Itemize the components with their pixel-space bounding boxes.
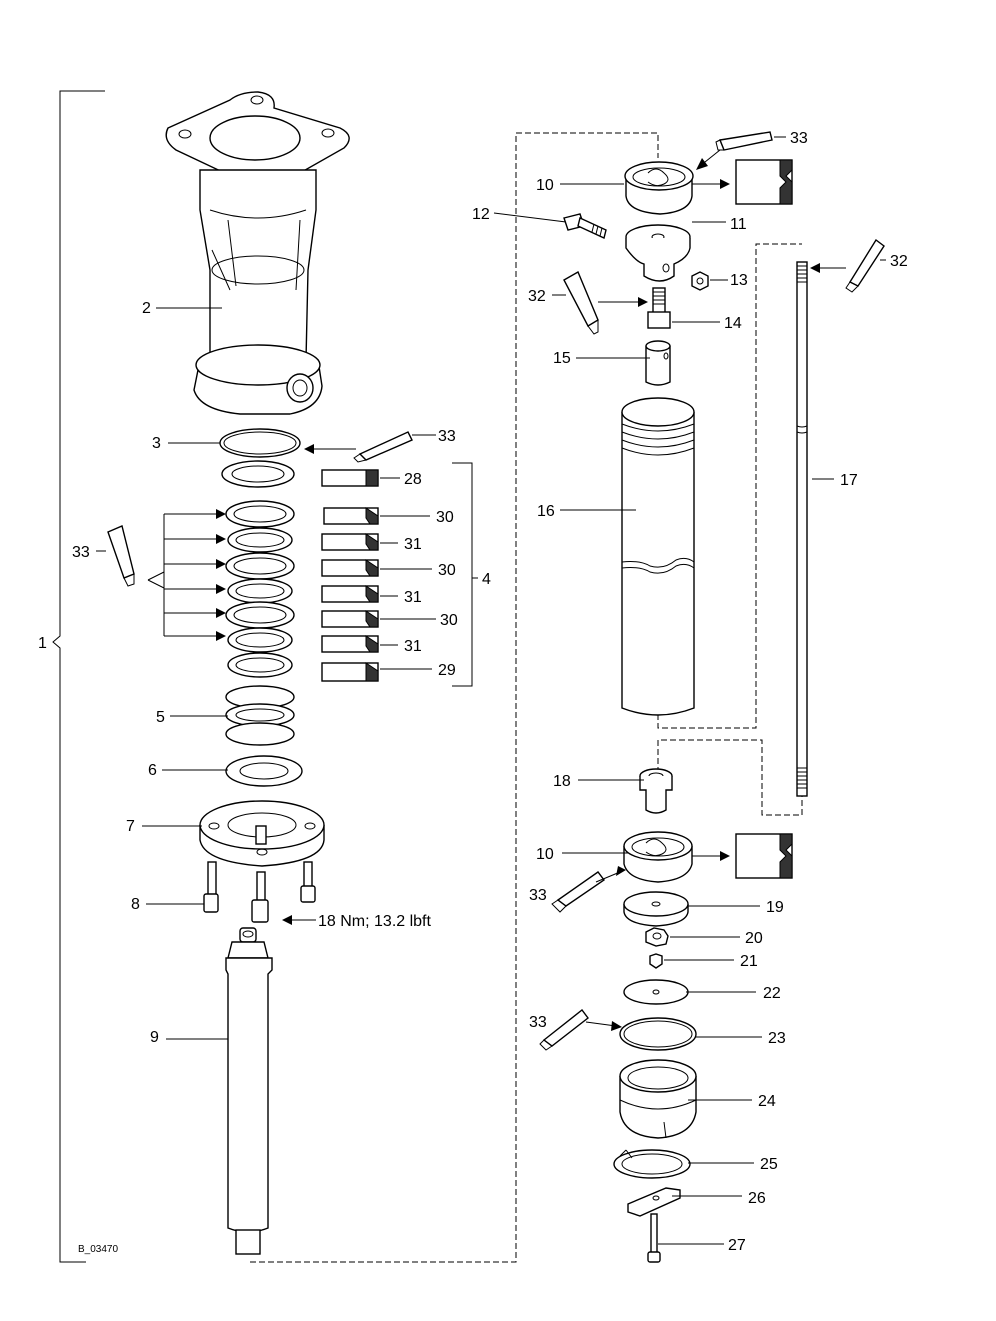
part-13-nut <box>691 271 709 291</box>
part-3-o-ring <box>219 428 301 458</box>
label-19: 19 <box>766 899 784 916</box>
part-9-piston-rod <box>225 927 273 1255</box>
label-33-d: 33 <box>529 887 547 904</box>
label-11: 11 <box>730 216 747 233</box>
label-9: 9 <box>150 1029 159 1046</box>
part-20-nut <box>645 927 669 947</box>
label-14: 14 <box>724 315 742 332</box>
leader-lines <box>96 136 886 1245</box>
part-number-labels: 1 2 3 4 5 6 7 8 9 10 10 11 12 13 14 15 1… <box>38 130 908 1254</box>
label-3: 3 <box>152 435 161 452</box>
label-31-b: 31 <box>404 589 422 606</box>
label-17: 17 <box>840 472 858 489</box>
label-32-b: 32 <box>528 288 546 305</box>
label-1: 1 <box>38 635 47 652</box>
label-31-a: 31 <box>404 536 422 553</box>
label-10-top: 10 <box>536 177 554 194</box>
part-23-o-ring <box>619 1017 697 1051</box>
seal-arrows <box>147 509 226 641</box>
label-33-a: 33 <box>790 130 808 147</box>
label-23: 23 <box>768 1030 786 1047</box>
part-27-screw <box>647 1213 661 1263</box>
figure-reference: B_03470 <box>78 1244 118 1255</box>
part-12-bolt <box>563 213 607 239</box>
part-22-plate <box>623 979 689 1005</box>
label-30-c: 30 <box>440 612 458 629</box>
label-16: 16 <box>537 503 555 520</box>
part-24-cap <box>619 1059 697 1139</box>
label-6: 6 <box>148 762 157 779</box>
label-20: 20 <box>745 930 763 947</box>
part-8-screws <box>203 861 316 923</box>
label-33-c: 33 <box>72 544 90 561</box>
label-12: 12 <box>472 206 490 223</box>
label-4: 4 <box>482 571 491 588</box>
label-33-b: 33 <box>438 428 456 445</box>
label-24: 24 <box>758 1093 776 1110</box>
grease-tube-icons <box>107 131 885 1051</box>
part-11-valve-housing <box>625 224 691 282</box>
part-15-sleeve <box>645 340 671 386</box>
label-29: 29 <box>438 662 456 679</box>
label-26: 26 <box>748 1190 766 1207</box>
label-2: 2 <box>142 300 151 317</box>
torque-annotation: 18 Nm; 13.2 lbft <box>318 913 432 930</box>
label-18: 18 <box>553 773 571 790</box>
label-30-a: 30 <box>436 509 454 526</box>
part-16-cylinder <box>621 397 695 716</box>
part-17-tie-rod <box>796 261 808 797</box>
part-4-seal-stack <box>221 460 295 678</box>
label-8: 8 <box>131 896 140 913</box>
application-arrows <box>282 149 846 1031</box>
bracket-4 <box>452 462 478 687</box>
label-7: 7 <box>126 818 135 835</box>
part-18-bushing <box>639 768 673 814</box>
part-26-lock-plate <box>627 1187 681 1217</box>
label-13: 13 <box>730 272 748 289</box>
label-15: 15 <box>553 350 571 367</box>
label-31-c: 31 <box>404 638 422 655</box>
part-5-spring <box>225 685 295 746</box>
part-25-retaining-ring <box>613 1149 691 1179</box>
part-6-washer <box>225 755 303 787</box>
label-10-bottom: 10 <box>536 846 554 863</box>
label-22: 22 <box>763 985 781 1002</box>
label-32-a: 32 <box>890 253 908 270</box>
label-30-b: 30 <box>438 562 456 579</box>
label-28: 28 <box>404 471 422 488</box>
label-5: 5 <box>156 709 165 726</box>
part-10-top-head <box>624 159 793 215</box>
label-27: 27 <box>728 1237 746 1254</box>
seal-profiles <box>321 469 379 682</box>
part-10-bottom-head <box>623 831 793 883</box>
part-2-housing <box>165 91 350 415</box>
part-21-nut <box>649 953 663 969</box>
label-21: 21 <box>740 953 758 970</box>
assembly-bracket-1 <box>52 90 105 1263</box>
label-33-e: 33 <box>529 1014 547 1031</box>
part-7-flange <box>199 800 325 867</box>
part-14-pin <box>647 287 671 329</box>
dashed-connectors <box>250 132 803 1263</box>
label-25: 25 <box>760 1156 778 1173</box>
part-19-disc <box>623 891 689 927</box>
